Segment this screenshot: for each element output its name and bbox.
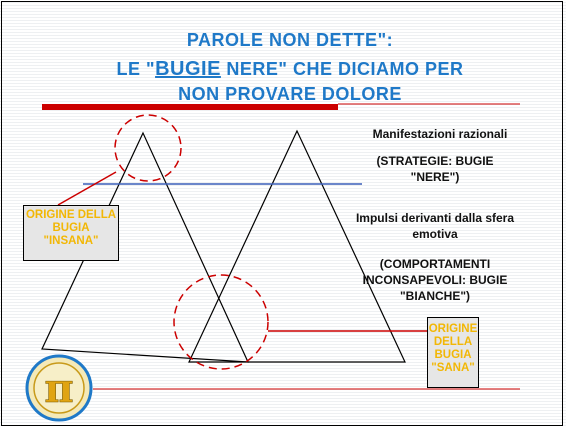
sane-origin-box: ORIGINE DELLA BUGIA "SANA" (427, 317, 479, 388)
title-line-3: NON PROVARE DOLORE (178, 84, 402, 104)
title-red-bar (42, 104, 338, 110)
title-highlight-bugie: BUGIE (155, 58, 221, 80)
label-rational: Manifestazioni razionali (372, 127, 508, 141)
pi-symbol: π (44, 365, 73, 412)
bottom-dashed-circle (173, 274, 269, 370)
label-impulses: Impulsi derivanti dalla sfera emotiva (355, 211, 515, 241)
title-line-2-start: LE " (116, 59, 156, 79)
top-dashed-circle (114, 114, 182, 182)
label-strategies: (STRATEGIE: BUGIE "NERE") (376, 154, 494, 184)
pi-logo-icon: π (25, 354, 93, 422)
right-triangle (188, 129, 406, 363)
title-line-2: LE "BUGIE NERE" CHE DICIAMO PER (30, 58, 550, 81)
title-line-1: PAROLE NON DETTE": (186, 30, 394, 50)
label-behaviours: (COMPORTAMENTI INCONSAPEVOLI: BUGIE "BIA… (362, 257, 508, 303)
top-connector-line (57, 171, 117, 206)
insane-origin-box: ORIGINE DELLA BUGIA "INSANA" (23, 205, 119, 261)
title-line-2-end: NERE" CHE DICIAMO PER (220, 59, 464, 79)
